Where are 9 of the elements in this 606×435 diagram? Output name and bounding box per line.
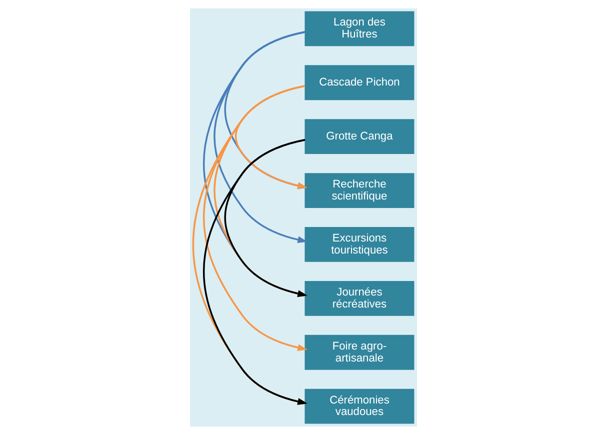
node-box: Recherche scientifique: [304, 173, 414, 208]
node-box: Cérémonies vaudoues: [304, 388, 414, 424]
node-box: Journées récréatives: [304, 280, 414, 316]
node-box: Cascade Pichon: [304, 65, 414, 100]
node-box: Lagon des Huîtres: [304, 11, 414, 46]
node-box: Excursions touristiques: [304, 227, 414, 262]
node-box: Foire agro-artisanale: [304, 334, 414, 370]
node-box: Grotte Canga: [304, 119, 414, 154]
arrow: [202, 139, 308, 405]
